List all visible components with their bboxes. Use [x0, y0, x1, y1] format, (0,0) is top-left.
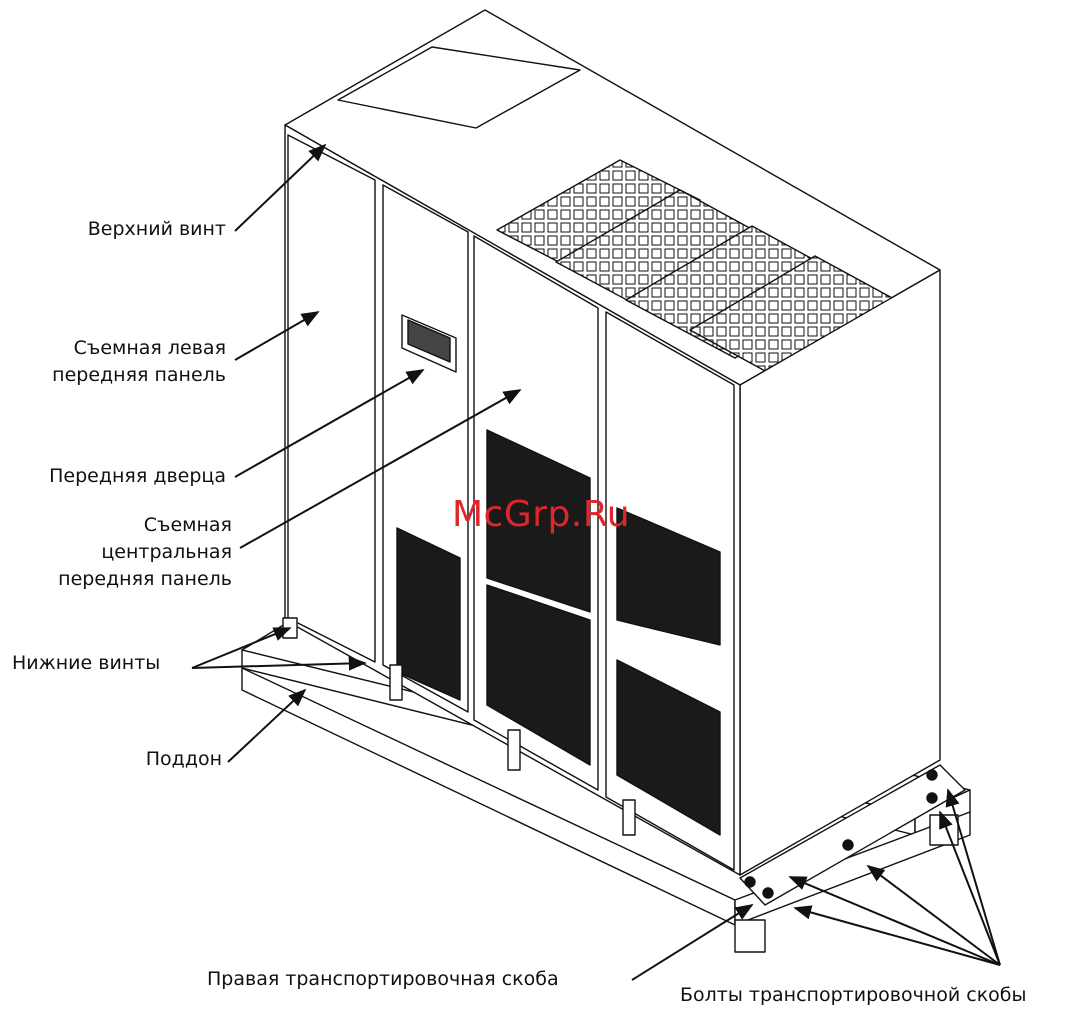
- label-front-door: Передняя дверца: [20, 465, 226, 488]
- label-right-bracket: Правая транспортировочная скоба: [207, 968, 559, 991]
- label-center-panel-line1: Съемная: [30, 514, 232, 537]
- label-pallet: Поддон: [60, 748, 222, 771]
- watermark: McGrp.Ru: [452, 494, 630, 535]
- label-bracket-bolts: Болты транспортировочной скобы: [680, 984, 1027, 1007]
- front-door-vent: [397, 528, 460, 700]
- label-left-panel-line1: Съемная левая: [30, 337, 226, 360]
- label-center-panel-line3: передняя панель: [20, 568, 232, 591]
- label-center-panel-line2: центральная: [30, 541, 232, 564]
- label-top-screw: Верхний винт: [40, 218, 226, 241]
- label-bottom-screws: Нижние винты: [12, 652, 160, 675]
- left-front-panel: [288, 135, 375, 662]
- label-left-panel-line2: передняя панель: [20, 364, 226, 387]
